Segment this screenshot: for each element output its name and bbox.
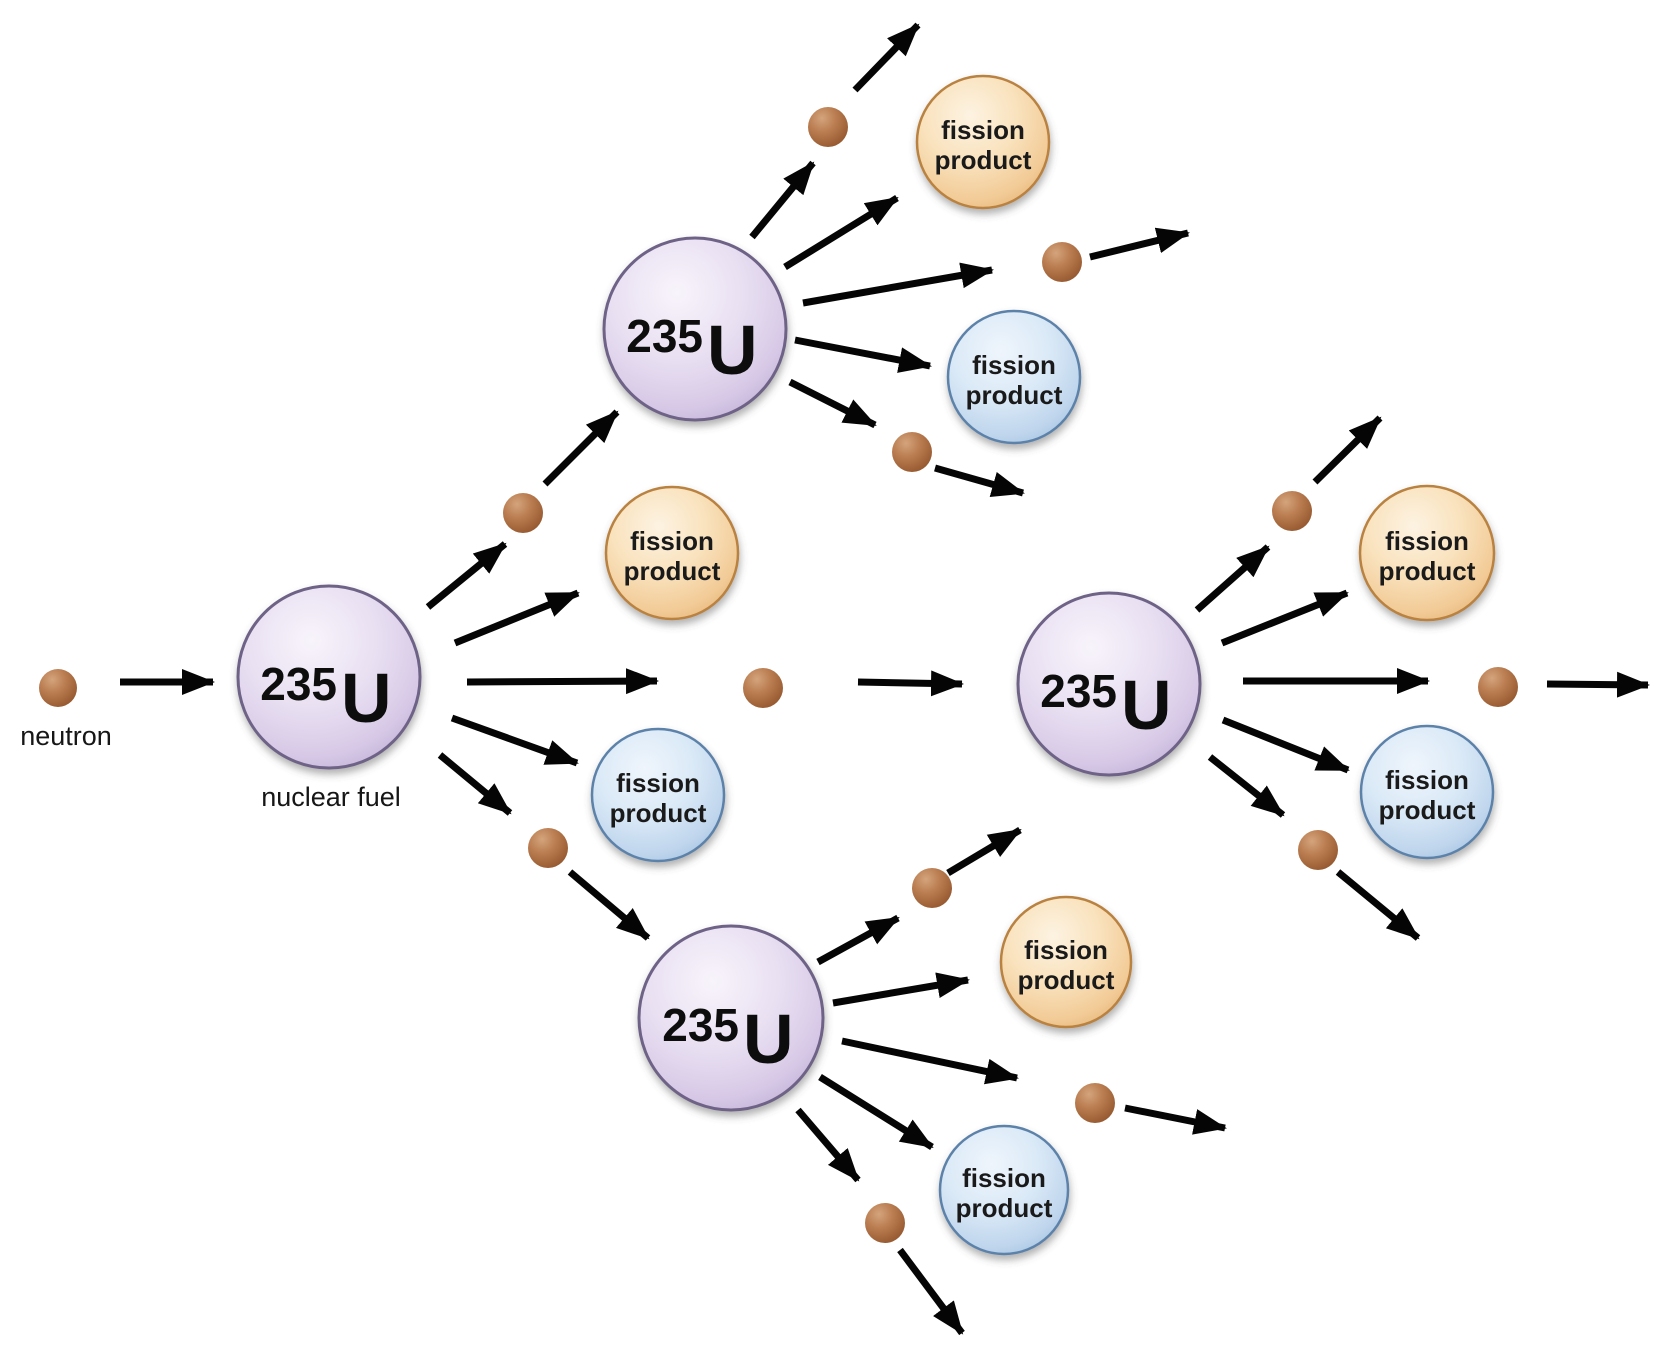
fission-product-circle — [938, 1124, 1070, 1256]
arrow — [466, 668, 659, 695]
arrow — [934, 464, 1025, 498]
arrow — [841, 1037, 1019, 1085]
arrow — [1335, 869, 1421, 941]
fission-product-circle — [915, 74, 1051, 210]
uranium-235-nucleus — [637, 924, 825, 1112]
neutron-particle — [528, 828, 568, 868]
fission-product-label-line1: fission — [962, 1163, 1046, 1193]
arrow — [794, 336, 932, 373]
fission-product-label-line2: product — [610, 798, 707, 828]
arrow — [816, 914, 900, 966]
nucleus-symbol: U — [341, 659, 392, 737]
arrow — [1089, 227, 1190, 261]
arrow — [1194, 544, 1271, 613]
arrow — [1207, 754, 1286, 818]
fission-product-circle — [946, 309, 1082, 445]
nucleus-mass-number: 235 — [260, 658, 337, 710]
neutron-particle — [1478, 667, 1518, 707]
fission-product-label-line2: product — [1018, 965, 1115, 995]
neutron-label: neutron — [20, 721, 112, 751]
arrow — [852, 22, 921, 93]
neutron-particle — [912, 868, 952, 908]
fission-product-label-line1: fission — [1385, 526, 1469, 556]
fission-product-circle — [999, 895, 1133, 1029]
neutron-particle — [39, 669, 77, 707]
arrow — [802, 262, 994, 307]
arrow — [946, 826, 1022, 877]
fission-product-circle — [604, 485, 740, 621]
neutron-particle — [808, 107, 848, 147]
nucleus-mass-number: 235 — [626, 310, 703, 362]
fission-product-label-line1: fission — [630, 526, 714, 556]
fission-product-label-line2: product — [624, 556, 721, 586]
fission-product-label-line1: fission — [941, 115, 1025, 145]
fission-product-label-line1: fission — [972, 350, 1056, 380]
arrow — [857, 670, 964, 697]
neutron-particle — [1272, 491, 1312, 531]
arrow — [453, 589, 580, 647]
arrow — [795, 1107, 861, 1183]
arrow — [1312, 415, 1383, 485]
neutron-particle — [503, 493, 543, 533]
arrows-layer — [120, 22, 1650, 1336]
arrow — [783, 195, 899, 270]
arrow — [1124, 1104, 1227, 1135]
neutron-particle — [743, 668, 783, 708]
arrow — [425, 541, 508, 610]
arrow — [897, 1247, 965, 1336]
fission-product-label-line1: fission — [1385, 765, 1469, 795]
nucleus-symbol: U — [743, 1000, 794, 1078]
nucleus-mass-number: 235 — [662, 999, 739, 1051]
arrow — [437, 752, 513, 816]
fission-product-circle — [1358, 484, 1496, 622]
fission-product-label-line1: fission — [616, 768, 700, 798]
arrow — [1220, 589, 1349, 647]
arrow — [788, 378, 877, 429]
fission-product-label-line2: product — [935, 145, 1032, 175]
fission-product-label-line1: fission — [1024, 935, 1108, 965]
arrow — [832, 972, 970, 1007]
fission-product-circle — [590, 727, 726, 863]
uranium-235-nucleus — [1016, 591, 1202, 777]
fission-products-layer: fissionproductfissionproductfissionprodu… — [590, 74, 1496, 1256]
nucleus-symbol: U — [707, 311, 758, 389]
neutron-particle — [1298, 830, 1338, 870]
fission-product-circle — [1359, 724, 1495, 860]
neutron-particle — [1075, 1083, 1115, 1123]
nuclear-fuel-label: nuclear fuel — [261, 782, 401, 812]
arrow — [567, 869, 651, 941]
neutron-particle — [1042, 242, 1082, 282]
fission-product-label-line2: product — [1379, 556, 1476, 586]
fission-product-label-line2: product — [1379, 795, 1476, 825]
fission-product-label-line2: product — [956, 1193, 1053, 1223]
arrow — [542, 409, 620, 487]
arrow — [1546, 671, 1650, 698]
neutron-particle — [865, 1203, 905, 1243]
nucleus-symbol: U — [1121, 666, 1172, 744]
arrow — [1221, 716, 1350, 774]
neutrons-layer — [39, 107, 1518, 1243]
neutron-particle — [892, 432, 932, 472]
uranium-235-nucleus — [602, 236, 788, 422]
uranium-235-nucleus — [236, 584, 422, 770]
fission-product-label-line2: product — [966, 380, 1063, 410]
nucleus-mass-number: 235 — [1040, 665, 1117, 717]
arrow — [749, 160, 816, 240]
arrow — [818, 1074, 934, 1150]
arrow — [450, 714, 579, 767]
